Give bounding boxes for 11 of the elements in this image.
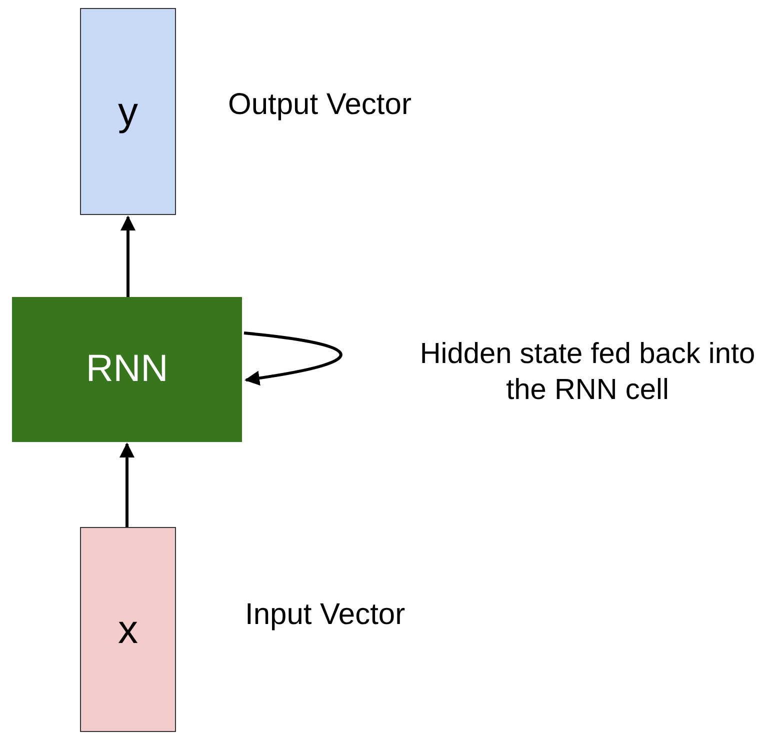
arrow — [120, 442, 134, 527]
rnn-cell-box — [12, 297, 242, 442]
loop-arrow — [244, 332, 342, 386]
arrow — [120, 216, 136, 297]
node-label: RNN — [86, 347, 168, 392]
vector-caption: Output Vector — [228, 87, 412, 123]
vector-caption: Input Vector — [245, 597, 406, 633]
output-box — [80, 8, 176, 215]
input-box — [80, 527, 176, 732]
node-label: y — [118, 88, 138, 136]
node-label: x — [118, 606, 138, 654]
